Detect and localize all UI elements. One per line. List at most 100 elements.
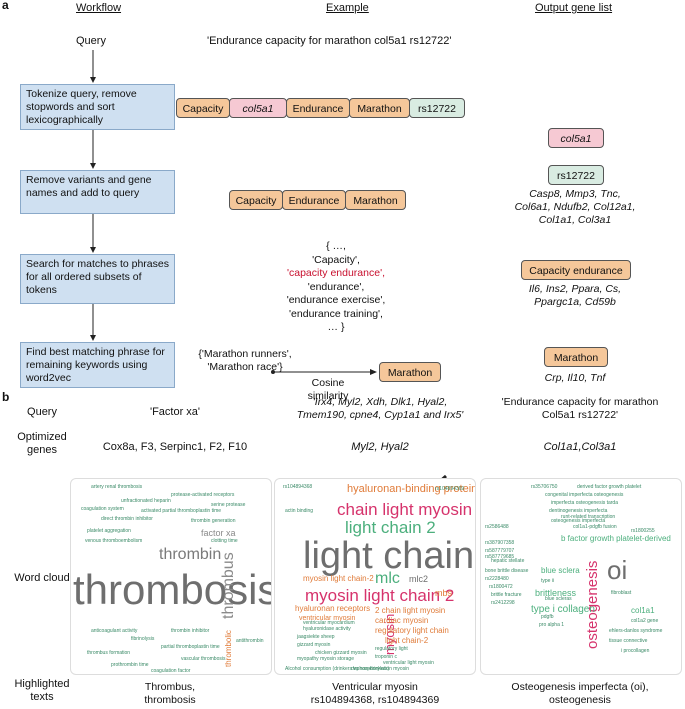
cloud2-small-b: myosin light chain-2 [303,574,374,583]
cloud2-small-g: light chain-2 [385,636,429,645]
cloud2-word-chainlightmyosin: chain light myosin [337,500,473,519]
cloud1-word-thrombin: thrombin [159,546,222,563]
cloud1-small: thrombus formation [87,650,131,656]
step-remove-variants-text: Remove variants and gene names and add t… [26,174,152,199]
cloud2-word-lightchain: light chain [303,535,475,577]
token-marathon: Marathon [349,98,410,118]
workflow-header: Workflow [76,2,122,14]
cloud2-small: myopathy myosin storage [297,656,354,662]
cloud3-small: rs1800255 [631,528,655,534]
cloud3-small: i procollagen [621,648,650,654]
output-rs12722: rs12722 [548,165,604,185]
cloud1-small: partial thromboplastin time [161,644,220,650]
highlighted-2: Ventricular myosin rs104894368, rs104894… [290,681,460,707]
cloud3-word-col1a1: col1a1 [631,606,655,615]
cloud1-small: coagulation factor [151,668,191,674]
cloud2-small: chicken gizzard myosin [315,650,367,656]
cloud2-word-lightchain2: light chain 2 [345,518,436,537]
cloud3-small: pdgfb [541,614,554,620]
cloud1-small: serine protease [211,502,246,508]
subset-item: 'Capacity', [312,253,360,266]
cloud3-small: derived factor growth platelet [577,484,642,490]
row-label-highlighted-text: Highlighted texts [14,678,70,703]
step-remove-variants: Remove variants and gene names and add t… [20,170,175,214]
step-tokenize-text: Tokenize query, remove stopwords and sor… [26,88,137,126]
query-2: 'Irx4, Myl2, Xdh, Dlk1, Hyal2, Tmem190, … [290,396,470,422]
query-1: 'Factor xa' [149,406,201,418]
cloud3-word-brittleness: brittleness [535,588,577,598]
cloud2-small: Alcohol consumption (drinkers vs non-dri… [285,666,390,672]
output-col5a1: col5a1 [548,128,604,148]
cloud2-word-mlc: mlc [375,570,400,587]
cloud2-small: ventricular light myosin [383,660,434,666]
optimized-genes-3: Col1a1,Col3a1 [543,441,617,453]
cloud3-small: col1a2 gene [631,618,659,624]
cloud2-small-d: ventricular myosin [299,615,356,622]
cloud3-small: brittle fracture [491,592,522,598]
cloud3-small: pro alpha 1 [539,622,565,628]
cloud2-word-hyaluronan: hyaluronan-binding protein [347,483,476,495]
panel-a-letter: a [2,0,9,12]
cloud3-small: rs35706750 [531,484,558,490]
token-endurance: Endurance [286,98,350,118]
highlighted-line: Ventricular myosin [332,681,418,693]
step-word2vec-text: Find best matching phrase for remaining … [26,346,165,384]
cloud1-small: direct thrombin inhibitor [101,516,153,522]
cloud2-small: rs104894369 [435,486,465,492]
row-label-highlighted: Highlighted texts [14,678,70,704]
subset-item: 'endurance training', [289,307,383,320]
output-genes-1: Casp8, Mmp3, Tnc, Col6a1, Ndufb2, Col12a… [500,188,650,227]
word2vec-example: {'Marathon runners', 'Marathon race'} [190,348,300,374]
cloud1-small: anticoagulant activity [91,628,138,634]
cloud1-small: unfractionated heparin [121,498,171,504]
query-example-text: 'Endurance capacity for marathon col5a1 … [207,35,452,47]
token-capacity-2: Capacity [229,190,283,210]
cloud2-small: hyaluronidase activity [303,626,351,632]
cloud1-small: antithrombin [236,638,264,644]
cloud2-small: dephosphorylation myosin [351,666,410,672]
subsets-list: { …, 'Capacity', 'capacity endurance', '… [276,240,396,335]
subset-item-highlight: 'capacity endurance', [287,267,385,279]
cloud3-small: rs387907358 [485,540,515,546]
cloud1-small: activated partial thromboplastin time [141,508,222,514]
cloud2-small-c: hyaluronan receptors [295,604,371,613]
cloud2-word-mlc2big: myosin light chain 2 [305,586,455,605]
cloud3-small: rs2412298 [491,600,515,606]
query-label: Query [76,35,106,47]
cloud1-word-big: thrombosis [73,566,272,613]
cloud1-small: platelet aggregation [87,528,131,534]
cloud2-small: actin binding [285,508,314,514]
cloud2-small: rs104894368 [283,484,313,490]
token-endurance-2: Endurance [282,190,346,210]
cloud1-small: venous thromboembolism [85,538,143,544]
cloud3-small: rs2586488 [485,524,509,530]
genes-line: Col6a1, Ndufb2, Col12a1, [514,201,636,213]
cloud1-small: fibrinolysis [131,636,155,642]
cloud3-small: ehlers-danlos syndrome [609,628,663,634]
output-genes-2: Il6, Ins2, Ppara, Cs, Ppargc1a, Cd59b [500,283,650,309]
cloud2-small: ventricular myocardium [303,620,355,626]
query-3-text: 'Endurance capacity for marathon Col5a1 … [501,396,659,421]
cloud3-small: rs1800472 [489,584,513,590]
cloud2-small-a: 2 chain light myosin [375,606,446,615]
output-marathon: Marathon [544,347,608,367]
word2vec-line: {'Marathon runners', [198,348,292,360]
cosine-line: Cosine [311,377,345,389]
optimized-genes-1: Cox8a, F3, Serpinc1, F2, F10 [102,441,248,453]
cloud3-small: rs587779707 [485,548,515,554]
cloud2-small-f: regulatory light chain [375,626,449,635]
cosine-similarity-label: Cosine similarity [298,377,358,403]
subset-item: 'endurance', [307,280,365,293]
subset-item: 'endurance exercise', [286,294,386,306]
genes-line: Ppargc1a, Cd59b [534,296,616,308]
cosine-line: similarity [307,390,349,402]
cloud3-small: runt-related transcription [561,514,616,520]
cloud3-small: dentinogenesis imperfecta [549,508,608,514]
cloud1-small: thrombin inhibitor [171,628,210,634]
row-label-optimized: Optimized genes [16,431,68,457]
token-rs12722: rs12722 [409,98,465,118]
cloud3-small: bone brittle disease [485,568,529,574]
cloud1-word-factorxa: factor xa [201,528,236,538]
cloud3-small: imperfecta osteogenesis tarda [551,500,618,506]
cloud2-small: jaagsiekte sheep [297,634,335,640]
